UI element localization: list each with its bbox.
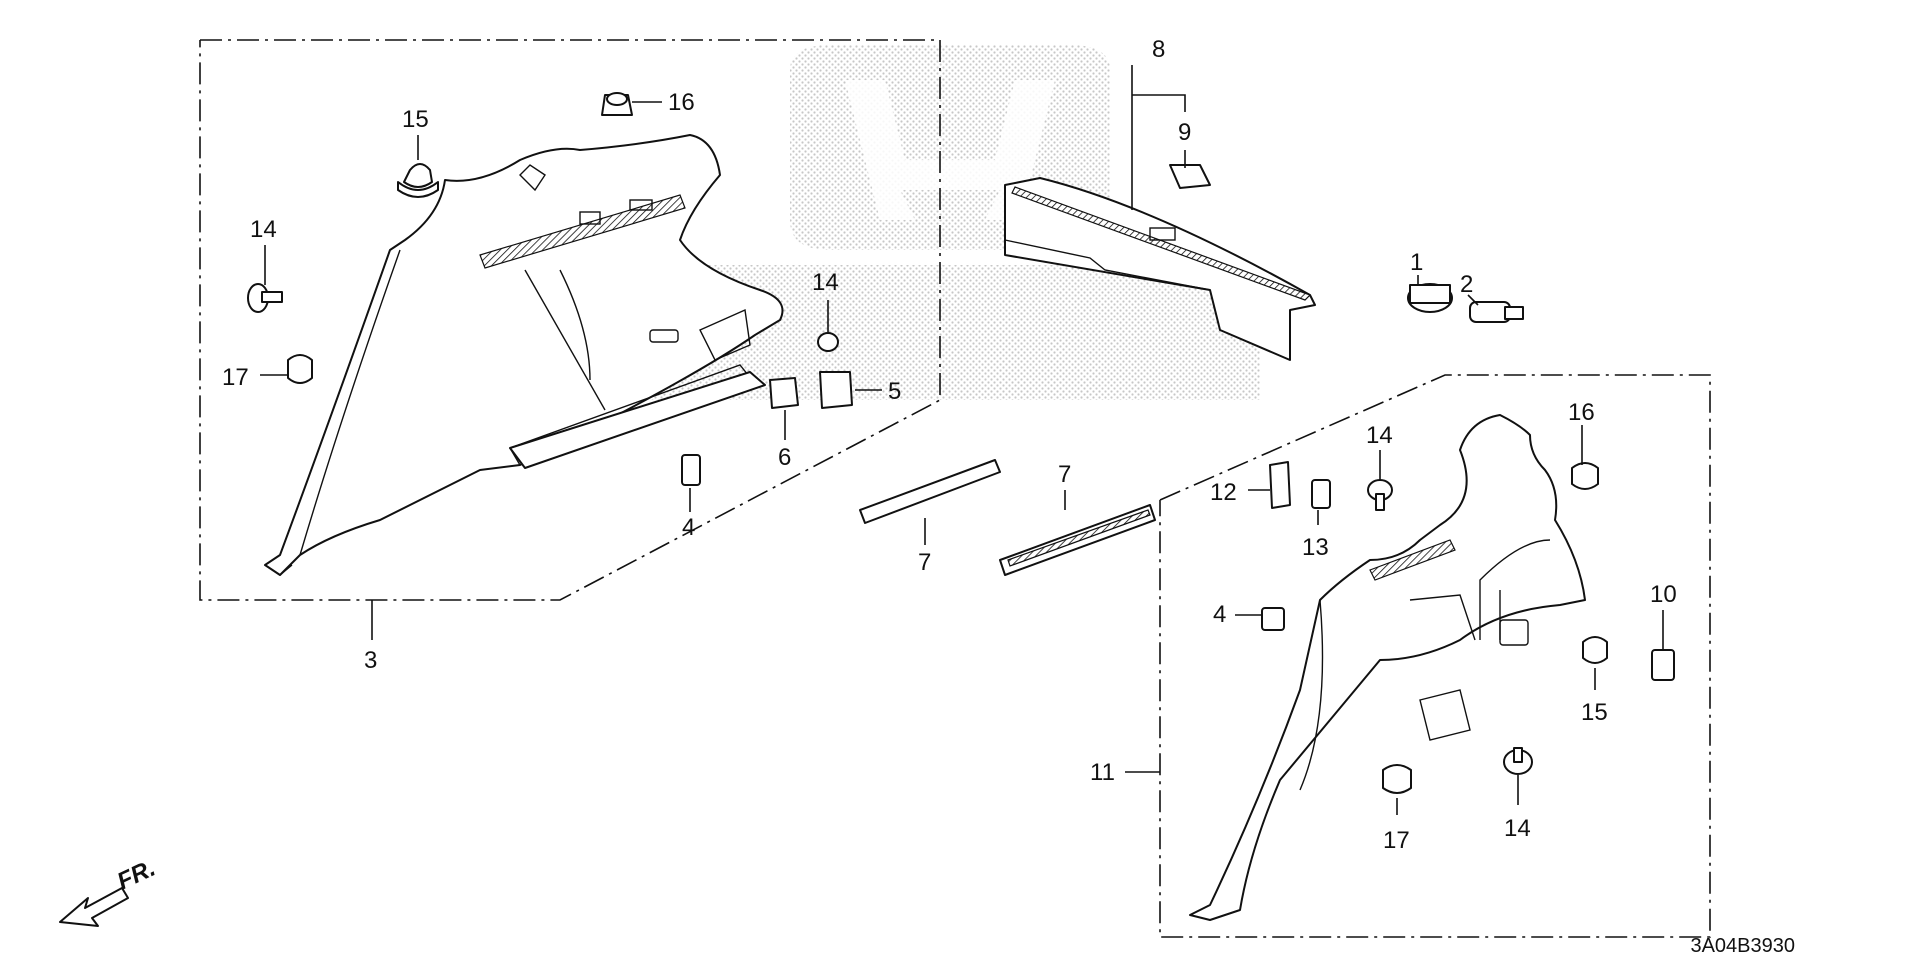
screw-14-right-top bbox=[1367, 479, 1393, 511]
clip-6 bbox=[769, 377, 799, 409]
clip-13 bbox=[1311, 479, 1331, 509]
callout-14-mid: 14 bbox=[812, 269, 839, 296]
callout-7-right: 7 bbox=[1058, 461, 1071, 488]
clip-17-right bbox=[1382, 764, 1412, 794]
part-2-socket bbox=[1469, 301, 1524, 323]
callout-14-left: 14 bbox=[250, 216, 277, 243]
leader-lines bbox=[260, 65, 1664, 815]
part-1-cap bbox=[1407, 283, 1453, 313]
rear-panel-garnish bbox=[1004, 177, 1316, 361]
clip-4-right bbox=[1261, 607, 1285, 631]
clip-5 bbox=[819, 371, 853, 409]
callout-15-right: 15 bbox=[1581, 699, 1608, 726]
callout-11: 11 bbox=[1090, 759, 1115, 786]
callout-3: 3 bbox=[364, 647, 377, 674]
clip-10 bbox=[1651, 649, 1675, 681]
callout-1: 1 bbox=[1410, 249, 1423, 276]
clip-15-right bbox=[1582, 636, 1608, 664]
callout-4-left: 4 bbox=[682, 514, 695, 541]
callout-16-left: 16 bbox=[668, 89, 695, 116]
callout-17-right: 17 bbox=[1383, 827, 1410, 854]
callout-12: 12 bbox=[1210, 479, 1237, 506]
screw-14-right-bottom bbox=[1503, 747, 1533, 775]
left-group-frame bbox=[199, 39, 941, 601]
clip-14-mid bbox=[817, 332, 839, 352]
callout-17-left: 17 bbox=[222, 364, 249, 391]
front-direction-arrow: FR. bbox=[59, 855, 160, 927]
clip-9 bbox=[1169, 164, 1211, 189]
callout-16-right: 16 bbox=[1568, 399, 1595, 426]
callout-5: 5 bbox=[888, 378, 901, 405]
clip-15-left bbox=[397, 163, 439, 198]
callout-13: 13 bbox=[1302, 534, 1329, 561]
clip-16-left bbox=[601, 92, 633, 116]
clip-17-left bbox=[287, 354, 313, 384]
callout-6: 6 bbox=[778, 444, 791, 471]
callout-10: 10 bbox=[1650, 581, 1677, 608]
callout-2: 2 bbox=[1460, 271, 1473, 298]
clip-4-left bbox=[681, 454, 701, 486]
callout-9: 9 bbox=[1178, 119, 1191, 146]
callout-7-left: 7 bbox=[918, 549, 931, 576]
strip-7-left bbox=[859, 459, 1001, 524]
callout-14-right-top: 14 bbox=[1366, 422, 1393, 449]
diagram-code: 3A04B3930 bbox=[1690, 935, 1795, 957]
callout-4-right: 4 bbox=[1213, 601, 1226, 628]
callout-14-right-bottom: 14 bbox=[1504, 815, 1531, 842]
strip-7-right bbox=[999, 504, 1156, 576]
clip-16-right bbox=[1571, 462, 1599, 490]
screw-14-left bbox=[247, 283, 283, 313]
left-quarter-trim-panel bbox=[264, 134, 784, 576]
clip-12 bbox=[1269, 461, 1291, 509]
callout-8: 8 bbox=[1152, 36, 1165, 63]
right-quarter-trim-panel bbox=[1189, 414, 1586, 921]
watermark-logo bbox=[650, 45, 1260, 400]
callout-15-left: 15 bbox=[402, 106, 429, 133]
right-group-frame bbox=[1159, 374, 1711, 938]
